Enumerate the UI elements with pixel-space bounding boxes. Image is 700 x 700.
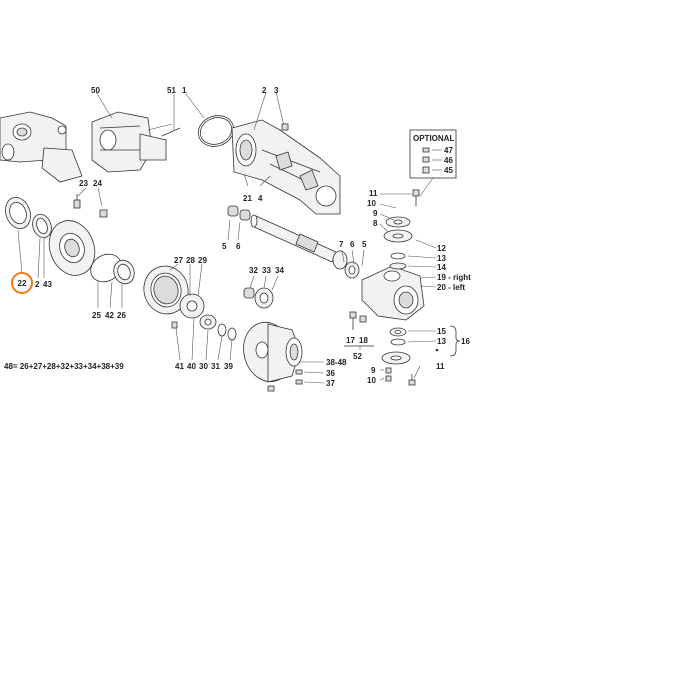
steering-knuckle	[361, 265, 425, 321]
part-label: 13	[437, 337, 446, 346]
seal-stack	[5, 197, 52, 239]
part-label: 11	[369, 189, 378, 198]
part-label: 8	[373, 219, 378, 228]
part-label: 7	[339, 240, 344, 249]
part-label: 36	[326, 369, 335, 378]
part-label: 12	[437, 244, 446, 253]
part-label: 24	[93, 179, 102, 188]
part-label: 31	[211, 362, 220, 371]
part-label: 6	[236, 242, 241, 251]
part-label: 3	[274, 86, 279, 95]
part-label: 26	[117, 311, 126, 320]
hub-flange	[48, 220, 96, 276]
part-label: 51	[167, 86, 176, 95]
part-label: 1	[182, 86, 187, 95]
part-label: 20 - left	[437, 283, 466, 292]
part-label: 5	[362, 240, 367, 249]
part-label: 15	[437, 327, 446, 336]
axle-housing-left	[0, 111, 83, 183]
part-label: 4	[258, 194, 263, 203]
part-label: 39	[224, 362, 233, 371]
part-label: 2	[262, 86, 267, 95]
wheel-hub	[243, 321, 303, 383]
optional-part-label: 47	[444, 146, 453, 155]
optional-part-label: 46	[444, 156, 453, 165]
part-label: 6	[350, 240, 355, 249]
part-label: 14	[437, 263, 446, 272]
highlighted-part-marker[interactable]: 22	[11, 272, 33, 294]
part-label: 18	[359, 336, 368, 345]
axle-housing-main	[231, 119, 341, 215]
part-label: 37	[326, 379, 335, 388]
part-label: 41	[175, 362, 184, 371]
part-label: 28	[186, 256, 195, 265]
part-label: 27	[174, 256, 183, 265]
part-label: 34	[275, 266, 284, 275]
kit-formula: 48= 26+27+28+32+33+34+38+39	[4, 362, 124, 371]
optional-title: OPTIONAL	[413, 134, 455, 143]
part-label: 43	[43, 280, 52, 289]
part-label: 52	[353, 352, 362, 361]
center-housing	[91, 111, 173, 173]
highlighted-part-label: 22	[17, 278, 27, 288]
part-label: 23	[79, 179, 88, 188]
part-label: 32	[249, 266, 258, 275]
part-label: 29	[198, 256, 207, 265]
part-label: 5	[222, 242, 227, 251]
part-label: 11	[436, 362, 445, 371]
part-label: 38-48	[326, 358, 347, 367]
part-label: 9	[373, 209, 378, 218]
part-label: 16	[461, 337, 470, 346]
part-label: 25	[92, 311, 101, 320]
part-label: 9	[371, 366, 376, 375]
part-label: 19 - right	[437, 273, 471, 282]
part-label: 40	[187, 362, 196, 371]
part-label: 30	[199, 362, 208, 371]
part-label: 10	[367, 199, 376, 208]
drive-shaft	[250, 214, 348, 270]
optional-part-label: 45	[444, 166, 453, 175]
part-label: 50	[91, 86, 100, 95]
ring-gear	[143, 265, 189, 315]
part-label: 17	[346, 336, 355, 345]
part-label: 10	[367, 376, 376, 385]
part-label: 21	[243, 194, 252, 203]
part-label: 42	[105, 311, 114, 320]
part-label: 13	[437, 254, 446, 263]
part-label: 2	[35, 280, 40, 289]
part-label: 33	[262, 266, 271, 275]
